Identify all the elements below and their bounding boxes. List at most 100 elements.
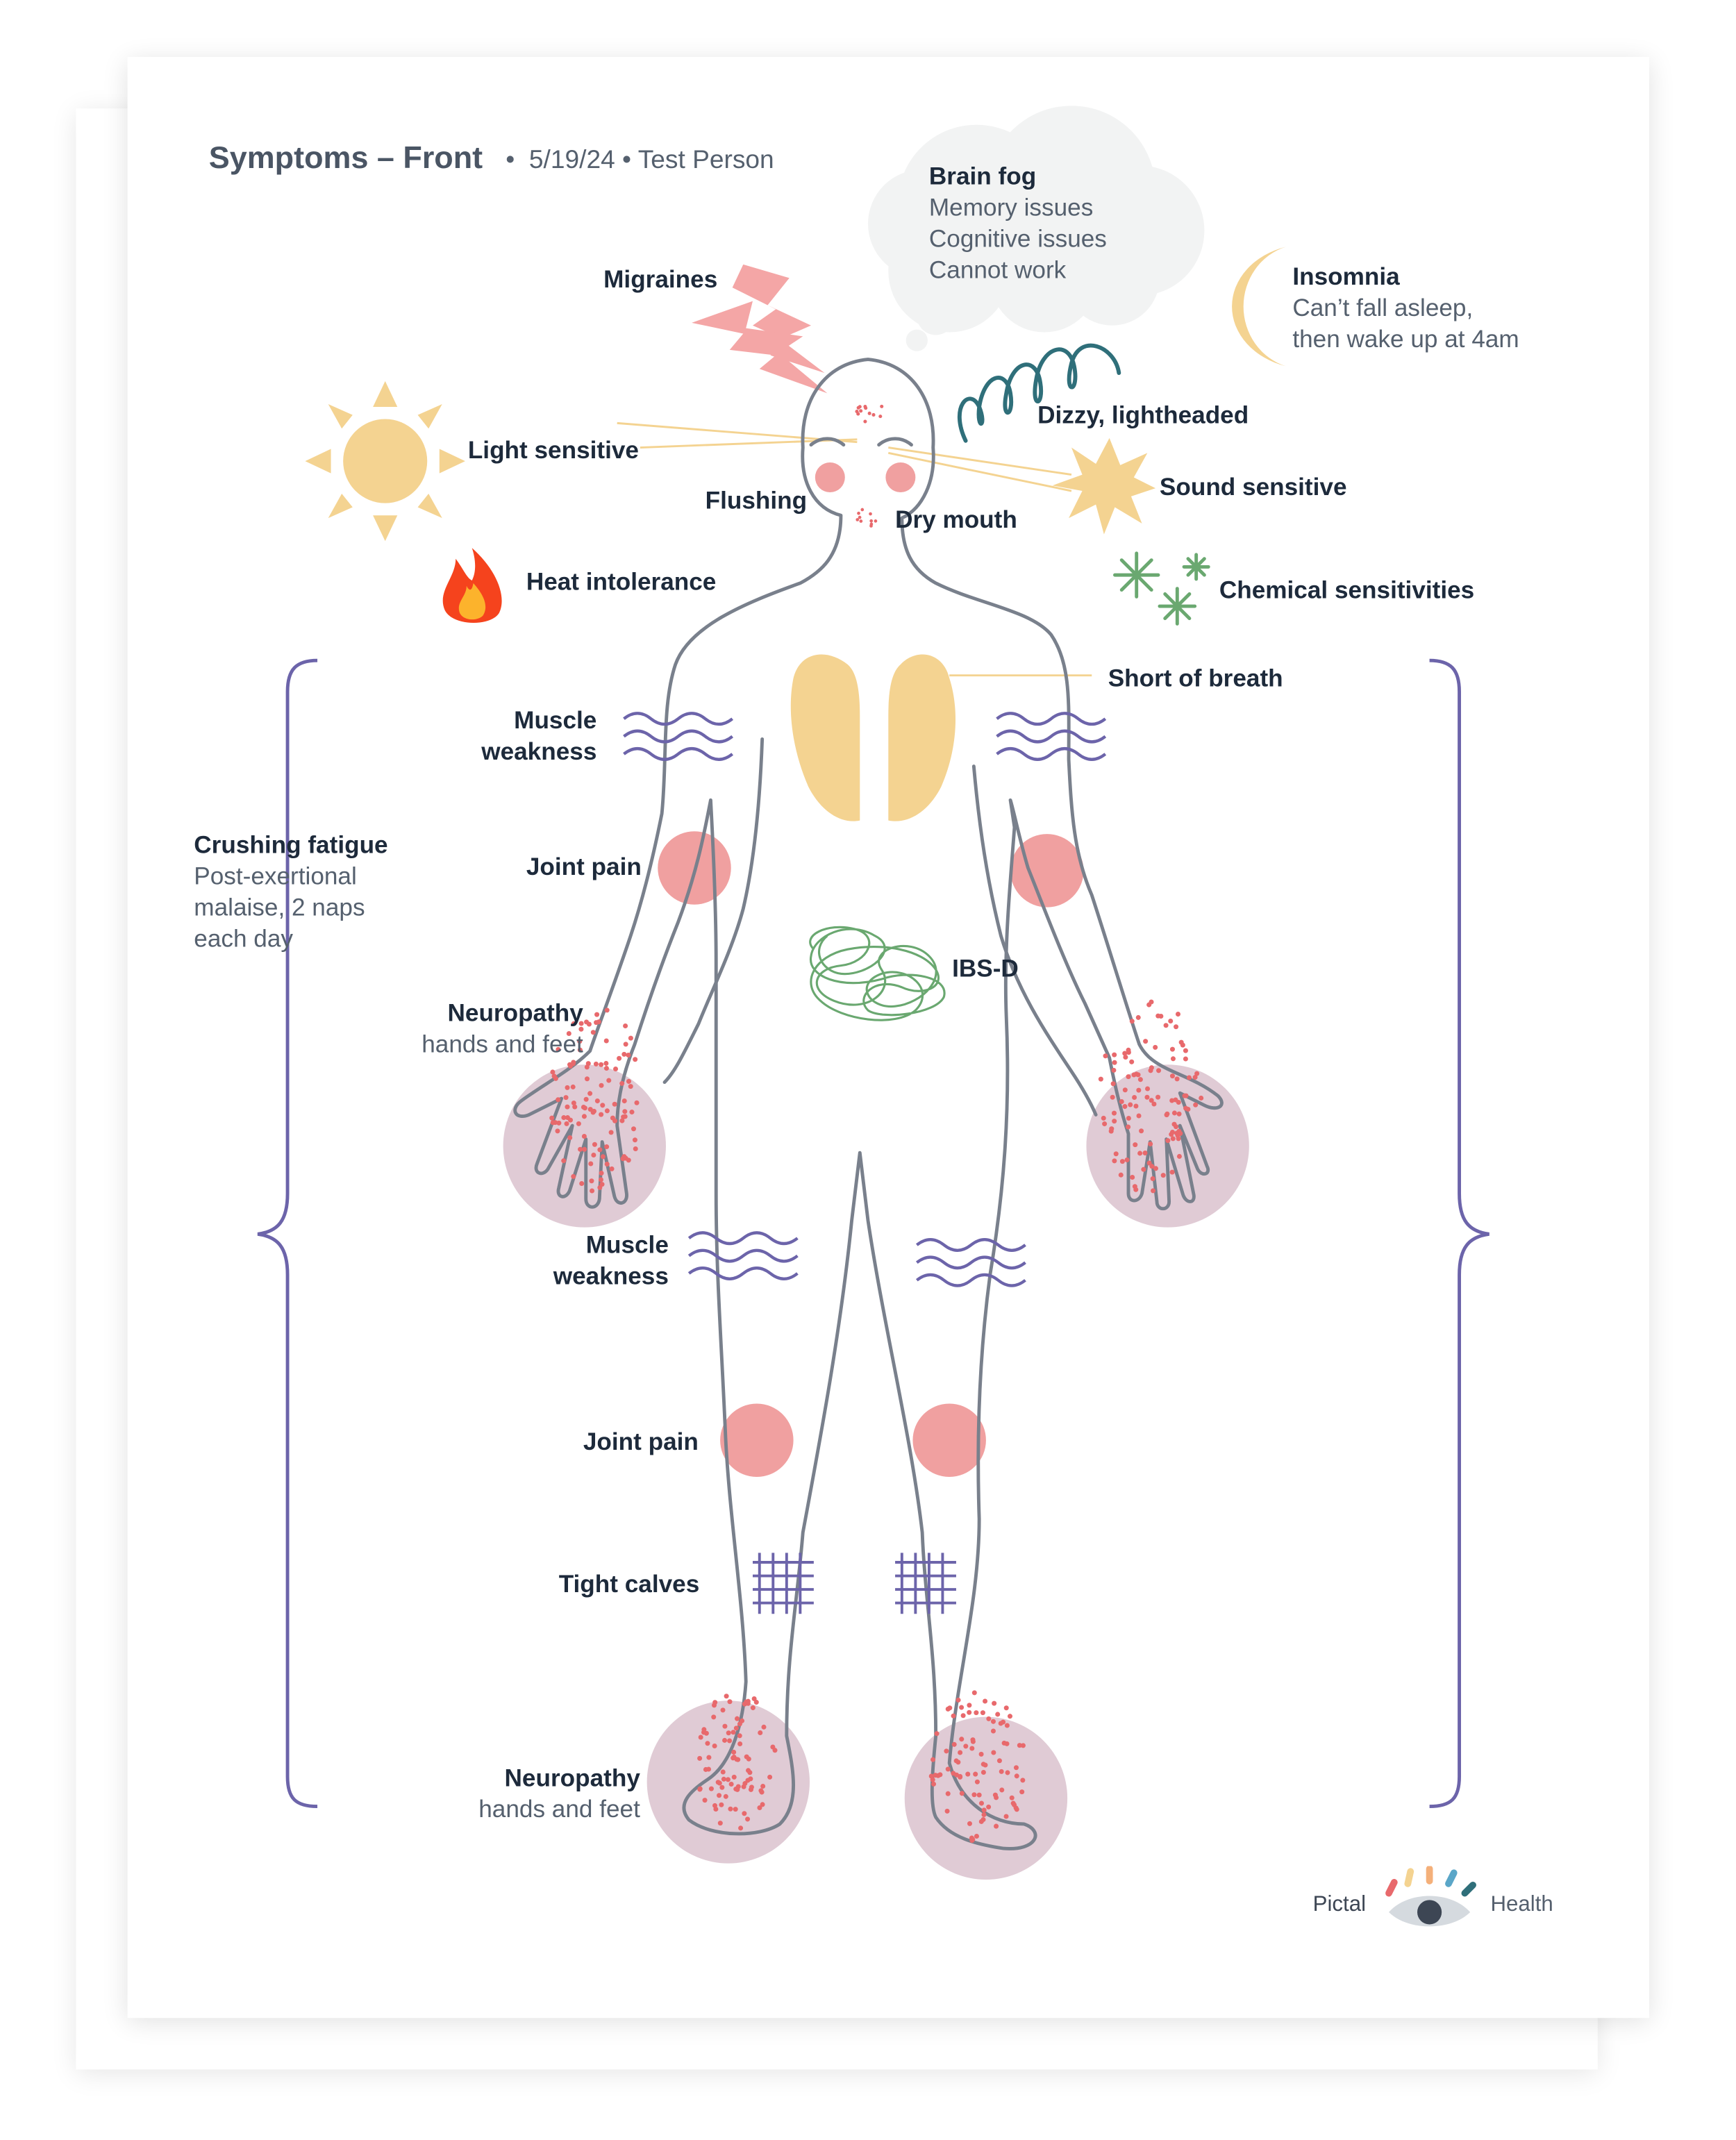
- symptom-dot: [717, 1793, 722, 1798]
- symptom-dot: [567, 1135, 573, 1140]
- symptom-dot: [967, 1703, 972, 1708]
- symptom-dot: [1145, 1086, 1151, 1092]
- symptom-dot: [931, 1781, 937, 1787]
- symptom-dot: [582, 1146, 587, 1152]
- symptom-dot: [1149, 1098, 1154, 1103]
- symptom-dot: [1141, 1167, 1146, 1172]
- symptom-dot: [705, 1741, 710, 1746]
- symptom-dot: [708, 1786, 714, 1791]
- lungs: [790, 654, 956, 821]
- symptom-dot: [1178, 1130, 1183, 1136]
- symptom-dot: [937, 1772, 943, 1778]
- symptom-dot: [619, 1118, 625, 1123]
- symptom-dot: [735, 1784, 741, 1789]
- heat-intolerance-label: Heat intolerance: [526, 568, 717, 596]
- symptom-dot: [633, 1146, 638, 1152]
- symptom-dot: [698, 1734, 703, 1740]
- symptom-dot: [767, 1774, 773, 1780]
- symptom-dot: [742, 1701, 747, 1707]
- symptom-dot: [577, 1039, 583, 1044]
- symptom-dot: [1019, 1789, 1025, 1795]
- symptom-dot: [1149, 1164, 1155, 1169]
- moon-icon: [1232, 246, 1286, 367]
- symptom-dot: [745, 1778, 751, 1783]
- symptom-dot: [857, 511, 860, 515]
- symptom-dot: [1168, 1018, 1174, 1024]
- symptom-dot: [731, 1730, 736, 1735]
- symptom-dot: [944, 1748, 949, 1754]
- symptom-dot: [1020, 1778, 1026, 1783]
- symptom-dot: [860, 508, 865, 512]
- symptom-dot: [974, 1710, 979, 1716]
- symptom-dot: [623, 1042, 628, 1047]
- symptom-dot: [974, 1834, 979, 1839]
- symptom-dot: [1176, 1111, 1182, 1117]
- symptom-dot: [723, 1794, 728, 1799]
- symptom-dot: [608, 1130, 614, 1135]
- symptom-dot: [603, 1065, 609, 1071]
- symptom-dot: [1173, 1097, 1178, 1103]
- symptom-dot: [719, 1784, 725, 1790]
- symptom-dot: [930, 1757, 936, 1762]
- symptom-dot: [996, 1758, 1002, 1764]
- symptom-dot: [867, 411, 871, 415]
- symptom-dot: [1014, 1807, 1019, 1812]
- symptom-dot: [706, 1755, 712, 1760]
- symptom-dot: [1135, 1014, 1141, 1020]
- symptom-dot: [1108, 1128, 1114, 1134]
- symptom-dot: [954, 1772, 960, 1778]
- symptom-dot: [1137, 1151, 1143, 1156]
- symptom-dot: [1143, 1039, 1149, 1044]
- symptom-dot: [1139, 1128, 1144, 1134]
- symptom-dot: [1153, 1166, 1158, 1171]
- symptom-dot: [1192, 1075, 1198, 1080]
- symptom-dot: [1124, 1157, 1130, 1163]
- symptom-dot: [963, 1744, 969, 1749]
- symptom-dot: [1186, 1075, 1192, 1080]
- symptom-dot: [617, 1055, 622, 1061]
- joint-pain-upper-label: Joint pain: [526, 853, 642, 880]
- title-person: Test Person: [637, 146, 774, 175]
- symptom-dot: [742, 1811, 747, 1816]
- symptom-dot: [1136, 1113, 1142, 1119]
- sound-burst-icon: [1052, 437, 1156, 535]
- symptom-dot: [1170, 1136, 1176, 1142]
- symptom-dot: [744, 1754, 749, 1759]
- symptom-dot: [578, 1021, 584, 1026]
- symptom-dot: [589, 1178, 594, 1184]
- symptom-dot: [1111, 1067, 1117, 1073]
- symptom-dot: [1194, 1071, 1200, 1076]
- symptom-dot: [967, 1710, 972, 1715]
- symptom-dot: [737, 1741, 743, 1747]
- symptom-dot: [577, 1047, 583, 1053]
- symptom-dot: [1101, 1115, 1106, 1121]
- symptom-dot: [566, 1030, 571, 1036]
- symptom-dot: [1185, 1106, 1191, 1112]
- symptom-dot: [933, 1773, 938, 1778]
- symptom-dot: [697, 1787, 703, 1792]
- symptom-dot: [1098, 1076, 1103, 1082]
- symptom-dot: [959, 1705, 965, 1710]
- symptom-dot: [1156, 1068, 1162, 1073]
- symptom-dot: [1151, 1101, 1157, 1107]
- symptom-dot: [599, 1112, 604, 1117]
- symptom-dot: [1119, 1159, 1125, 1164]
- symptom-dot: [958, 1774, 963, 1780]
- symptom-dot: [757, 1805, 762, 1811]
- symptom-dot: [983, 1762, 988, 1768]
- symptom-dot: [603, 1038, 609, 1044]
- light-sensitive-label: Light sensitive: [467, 436, 639, 464]
- symptom-dot: [1119, 1099, 1124, 1105]
- symptom-dot: [632, 1137, 637, 1143]
- symptom-dot: [727, 1738, 733, 1744]
- symptom-dot: [1183, 1048, 1188, 1053]
- symptom-dot: [613, 1066, 619, 1071]
- dizzy-spiral-icon: [957, 343, 1121, 443]
- symptom-dot: [1003, 1814, 1009, 1819]
- symptom-dot: [581, 1134, 587, 1139]
- symptom-dot: [980, 1770, 986, 1775]
- symptom-dot: [998, 1721, 1003, 1726]
- symptom-dot: [1009, 1795, 1015, 1800]
- symptom-dot: [629, 1110, 635, 1115]
